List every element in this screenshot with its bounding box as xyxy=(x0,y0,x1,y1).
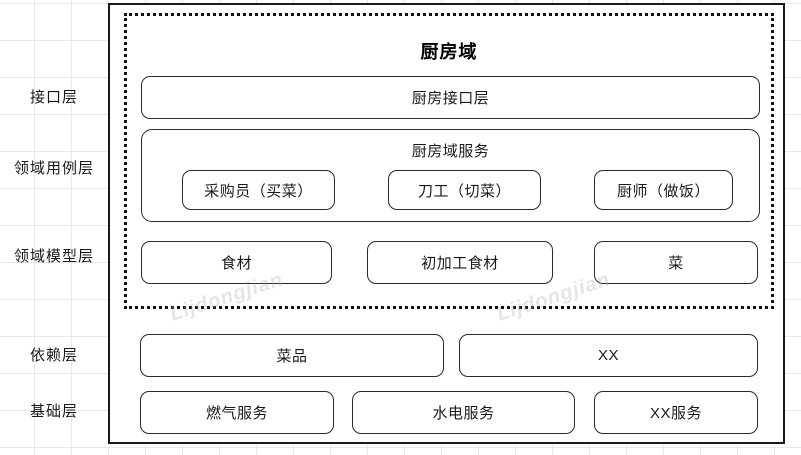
layer-label-foundation: 基础层 xyxy=(29,403,78,420)
domain-title: 厨房域 xyxy=(420,42,478,62)
layer-label-dependency: 依赖层 xyxy=(29,347,78,364)
node-knife-worker-usecase[interactable]: 刀工（切菜） xyxy=(388,170,541,210)
kitchen-domain-service-container: 厨房域服务 采购员（买菜） 刀工（切菜） 厨师（做饭） xyxy=(141,129,760,222)
node-gas-service[interactable]: 燃气服务 xyxy=(140,391,334,434)
node-xx-service[interactable]: XX服务 xyxy=(594,391,758,434)
node-kitchen-interface-layer[interactable]: 厨房接口层 xyxy=(141,76,760,119)
layer-label-interface: 接口层 xyxy=(29,89,78,106)
layer-label-domain-model: 领域模型层 xyxy=(13,248,94,265)
layer-label-domain-usecase: 领域用例层 xyxy=(13,160,94,177)
node-chef-usecase[interactable]: 厨师（做饭） xyxy=(594,170,733,210)
kitchen-domain-boundary: 厨房域 xyxy=(124,13,774,309)
node-dependency-xx[interactable]: XX xyxy=(459,334,758,377)
node-dish[interactable]: 菜 xyxy=(594,241,758,284)
node-buyer-usecase[interactable]: 采购员（买菜） xyxy=(182,170,335,210)
outer-container: 厨房域 厨房接口层 厨房域服务 采购员（买菜） 刀工（切菜） 厨师（做饭） 食材… xyxy=(108,3,785,444)
node-dependency-dish-item[interactable]: 菜品 xyxy=(140,334,444,377)
node-water-electric-service[interactable]: 水电服务 xyxy=(352,391,575,434)
node-preprocessed-ingredient[interactable]: 初加工食材 xyxy=(367,241,553,284)
node-ingredient[interactable]: 食材 xyxy=(141,241,332,284)
kitchen-domain-service-title: 厨房域服务 xyxy=(411,143,490,160)
